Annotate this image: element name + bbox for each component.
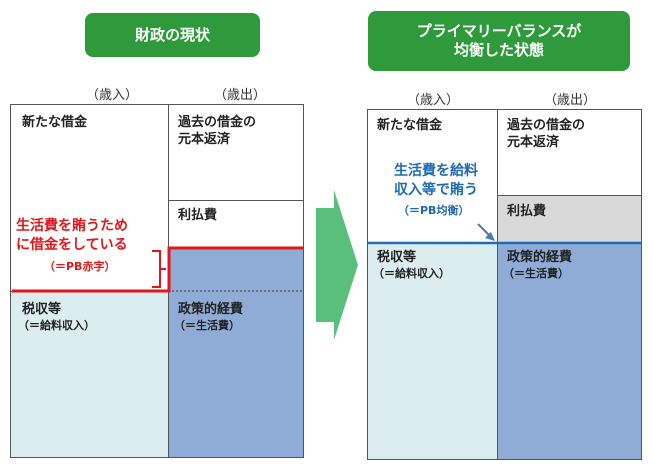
- right-policy-label: 政策的経費: [507, 250, 573, 265]
- left-deficit-sub: （＝PB赤字）: [44, 260, 116, 273]
- left-tax-box: [10, 291, 169, 458]
- left-past-debt-label: 過去の借金の 元本返済: [178, 115, 257, 147]
- right-past-debt-box: [497, 109, 642, 196]
- left-revenue-header: （歳入）: [85, 88, 138, 103]
- left-new-borrowing-box: [10, 104, 169, 292]
- left-policy-sub: （＝生活費）: [174, 319, 240, 332]
- right-tax-label: 税収等: [377, 250, 417, 265]
- left-deficit-note: 生活費を賄うため に借金をしている: [16, 218, 128, 253]
- arrow-icon: [316, 190, 358, 340]
- right-revenue-header: （歳入）: [406, 93, 459, 108]
- right-policy-sub: （＝生活費）: [503, 267, 569, 280]
- right-new-borrowing-label: 新たな借金: [377, 118, 443, 133]
- right-new-borrowing-box: [367, 109, 498, 243]
- right-balance-note: 生活費を給料 収入等で賄う: [394, 163, 478, 198]
- left-dotted-divider: [168, 290, 304, 292]
- left-tax-label: 税収等: [22, 302, 62, 317]
- right-past-debt-label: 過去の借金の 元本返済: [507, 118, 586, 150]
- right-policy-box: [497, 242, 642, 460]
- left-expenditure-header: （歳出）: [213, 88, 266, 103]
- right-title: プライマリーバランスが 均衡した状態: [368, 11, 630, 71]
- left-interest-label: 利払費: [178, 208, 218, 223]
- left-policy-box: [168, 247, 304, 458]
- left-title: 財政の現状: [85, 13, 260, 57]
- right-tax-sub: （＝給料収入）: [373, 267, 450, 280]
- right-balance-sub: （＝PB均衡）: [398, 204, 470, 217]
- right-interest-label: 利払費: [507, 204, 547, 219]
- left-policy-label: 政策的経費: [178, 302, 244, 317]
- left-new-borrowing-label: 新たな借金: [22, 115, 88, 130]
- left-tax-sub: （＝給料収入）: [18, 319, 95, 332]
- left-past-debt-box: [168, 104, 304, 201]
- right-expenditure-header: （歳出）: [543, 93, 596, 108]
